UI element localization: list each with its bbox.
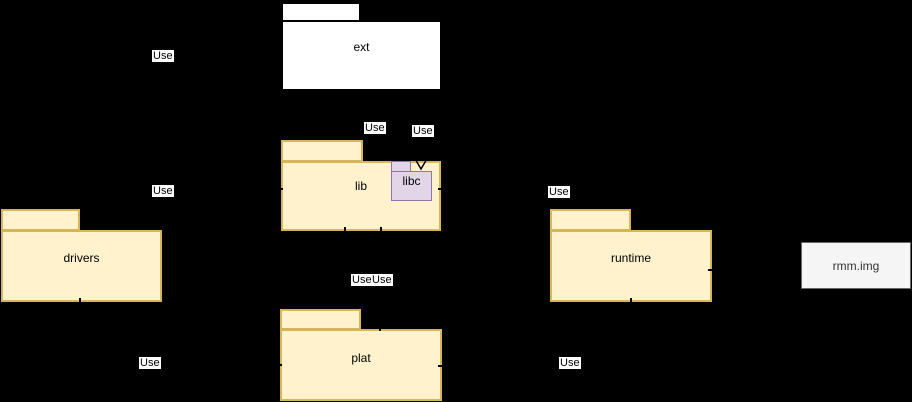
artifact-rmm-img: rmm.img xyxy=(801,242,911,289)
edge-fragment-plat-right xyxy=(438,365,444,367)
edge-fragment-runtime-bottom xyxy=(630,298,632,304)
artifact-rmm-img-label: rmm.img xyxy=(832,258,880,273)
edge-label-use-3: Use xyxy=(412,125,434,137)
edge-fragment-dashed-runtime xyxy=(631,209,633,230)
edge-fragment-dashed-drivers xyxy=(80,209,82,230)
package-runtime: runtime xyxy=(550,230,712,302)
package-libc: libc xyxy=(391,171,432,201)
edge-label-use-1: Use xyxy=(152,50,174,62)
package-lib-label: lib xyxy=(354,179,367,193)
edge-fragment-lib-tab xyxy=(363,148,365,161)
edge-fragment-lib-right xyxy=(438,188,444,190)
package-lib-tab xyxy=(281,140,363,162)
package-runtime-label: runtime xyxy=(610,251,651,265)
edge-fragment-dashed-plat xyxy=(361,309,363,329)
edge-fragment-runtime-right xyxy=(708,269,714,271)
edge-label-use-4: Use xyxy=(152,185,174,197)
edge-fragment-plat-left xyxy=(276,364,282,366)
package-plat-tab xyxy=(280,309,361,330)
package-drivers: drivers xyxy=(1,230,162,302)
edge-label-use-2: Use xyxy=(364,122,386,134)
package-ext-label: ext xyxy=(353,40,370,54)
package-runtime-tab xyxy=(550,209,631,231)
package-ext-tab xyxy=(282,3,360,21)
package-ext: ext xyxy=(282,21,441,90)
edge-label-use-8: Use xyxy=(139,357,161,369)
package-drivers-tab xyxy=(1,209,80,231)
edge-label-use-9: Use xyxy=(559,357,581,369)
edge-label-use-5: Use xyxy=(548,186,570,198)
edge-fragment-lib-bottom-1 xyxy=(344,227,346,233)
dependency-arrowhead-icon xyxy=(413,156,429,171)
edge-label-use-6: Use xyxy=(351,274,373,286)
edge-fragment-plat-top xyxy=(379,325,381,331)
package-plat: plat xyxy=(280,329,442,401)
package-drivers-label: drivers xyxy=(63,251,100,265)
package-libc-label: libc xyxy=(402,174,421,188)
edge-fragment-drivers-bottom xyxy=(79,298,81,304)
package-plat-label: plat xyxy=(351,351,371,365)
edge-fragment-lib-top xyxy=(371,157,376,159)
edge-label-use-7: Use xyxy=(371,274,393,286)
edge-fragment-lib-bottom-2 xyxy=(380,227,382,233)
edge-fragment-lib-left xyxy=(277,188,283,190)
